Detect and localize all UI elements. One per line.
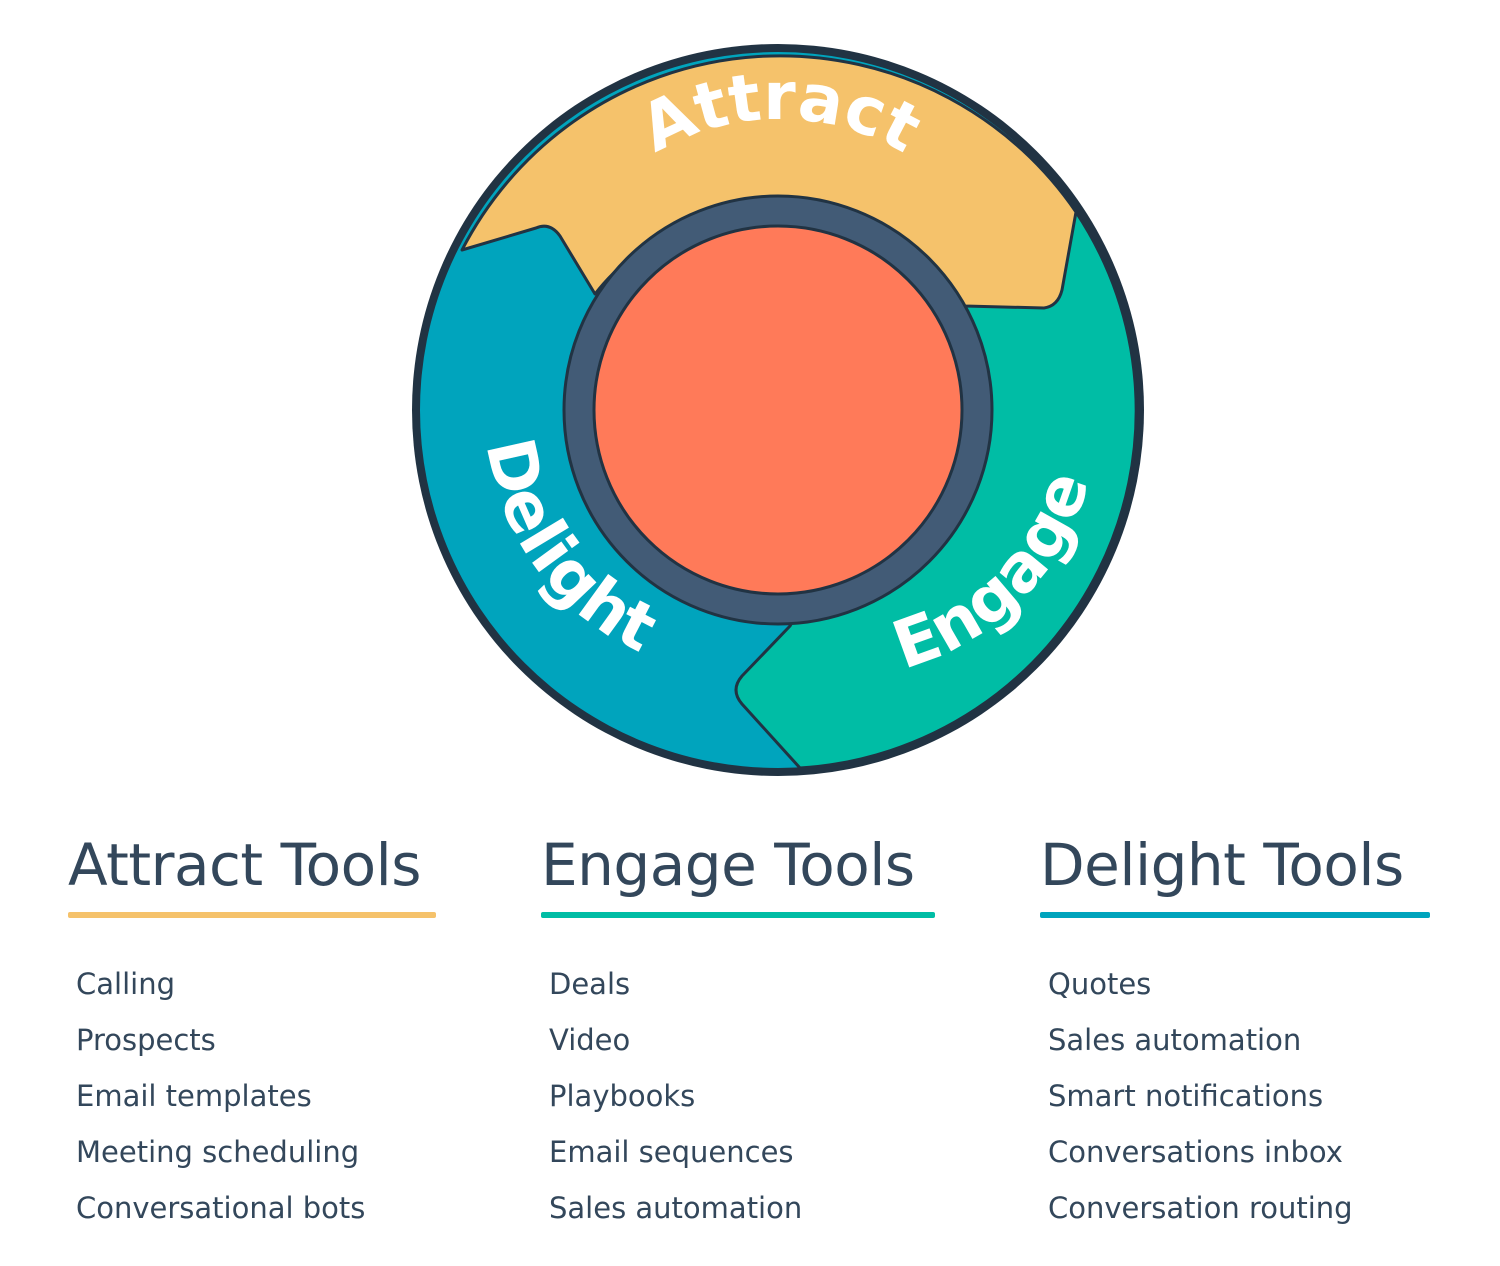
list-item: Sales automation: [1048, 1023, 1302, 1057]
delight-tools-column: Delight Tools Quotes Sales automation Sm…: [1040, 822, 1430, 1236]
attract-tools-underline: [68, 912, 436, 918]
attract-tools-list: Calling Prospects Email templates Meetin…: [68, 956, 436, 1236]
engage-tools-title: Engage Tools: [541, 831, 915, 899]
list-item: Deals: [549, 967, 631, 1001]
list-item: Playbooks: [549, 1079, 696, 1113]
delight-tools-title: Delight Tools: [1040, 831, 1404, 899]
list-item: Email templates: [76, 1079, 312, 1113]
list-item: Sales automation: [549, 1191, 803, 1225]
engage-tools-list: Deals Video Playbooks Email sequences Sa…: [541, 956, 935, 1236]
delight-tools-list: Quotes Sales automation Smart notificati…: [1040, 956, 1430, 1236]
list-item: Calling: [76, 967, 175, 1001]
list-item: Email sequences: [549, 1135, 794, 1169]
list-item: Video: [549, 1023, 631, 1057]
engage-tools-underline: [541, 912, 935, 918]
list-item: Conversational bots: [76, 1191, 366, 1225]
attract-tools-column: Attract Tools Calling Prospects Email te…: [68, 822, 436, 1236]
list-item: Conversation routing: [1048, 1191, 1353, 1225]
list-item: Quotes: [1048, 967, 1152, 1001]
list-item: Smart notifications: [1048, 1079, 1324, 1113]
delight-tools-underline: [1040, 912, 1430, 918]
attract-tools-title: Attract Tools: [68, 831, 421, 899]
list-item: Conversations inbox: [1048, 1135, 1343, 1169]
list-item: Meeting scheduling: [76, 1135, 360, 1169]
center-disc: [592, 224, 964, 596]
list-item: Prospects: [76, 1023, 216, 1057]
flywheel-diagram: Attract Engage Delight: [412, 44, 1144, 776]
engage-tools-column: Engage Tools Deals Video Playbooks Email…: [541, 822, 935, 1236]
